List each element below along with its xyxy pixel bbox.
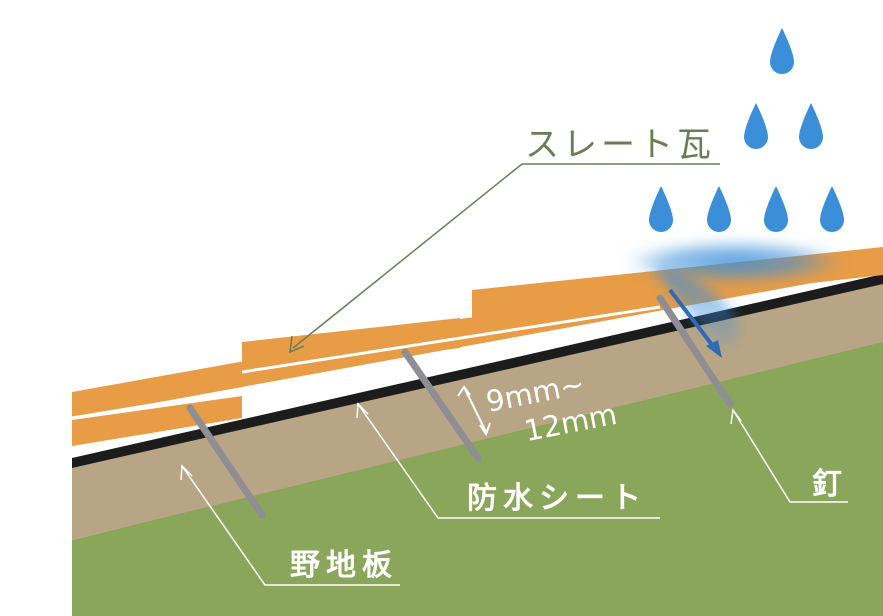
- water-leak-stream: [655, 268, 740, 346]
- raindrop-icon: [799, 103, 823, 149]
- raindrop-icon: [770, 28, 794, 74]
- tile-seam: [241, 305, 661, 374]
- water-splash: [625, 240, 845, 284]
- water-flow-arrowhead: [706, 340, 722, 358]
- leader-arrowhead-nail: [730, 408, 742, 425]
- nail-right: [656, 294, 734, 408]
- leader-arrowhead-slate: [289, 335, 305, 354]
- nail-left: [186, 404, 266, 519]
- label-waterproof-sheet: 防水シート: [467, 481, 647, 516]
- raindrops: [649, 28, 844, 232]
- slate-tile-lower-left: [72, 396, 242, 446]
- raindrop-icon: [744, 103, 768, 149]
- water-flow-arrow: [668, 288, 718, 352]
- leader-line-nail: [732, 409, 848, 503]
- leader-arrowhead-waterproof-sheet: [356, 402, 369, 419]
- label-roof-board: 野地板: [290, 548, 398, 583]
- raindrop-icon: [707, 186, 731, 232]
- gap-dimension-arrow: [457, 385, 491, 437]
- leader-line-slate: [292, 163, 720, 349]
- label-slate-tile: スレート瓦: [525, 125, 715, 165]
- raindrop-icon: [820, 186, 844, 232]
- leader-arrowhead-roof-board: [180, 464, 193, 481]
- raindrop-icon: [764, 186, 788, 232]
- tile-seam: [71, 388, 243, 420]
- leader-line-roof-board: [181, 465, 400, 586]
- raindrop-icon: [649, 186, 673, 232]
- nail-middle: [401, 348, 482, 462]
- green-ground: [72, 340, 883, 616]
- leader-line-waterproof-sheet: [357, 403, 660, 519]
- roof-board: [72, 282, 883, 540]
- label-nail: 釘: [812, 467, 848, 502]
